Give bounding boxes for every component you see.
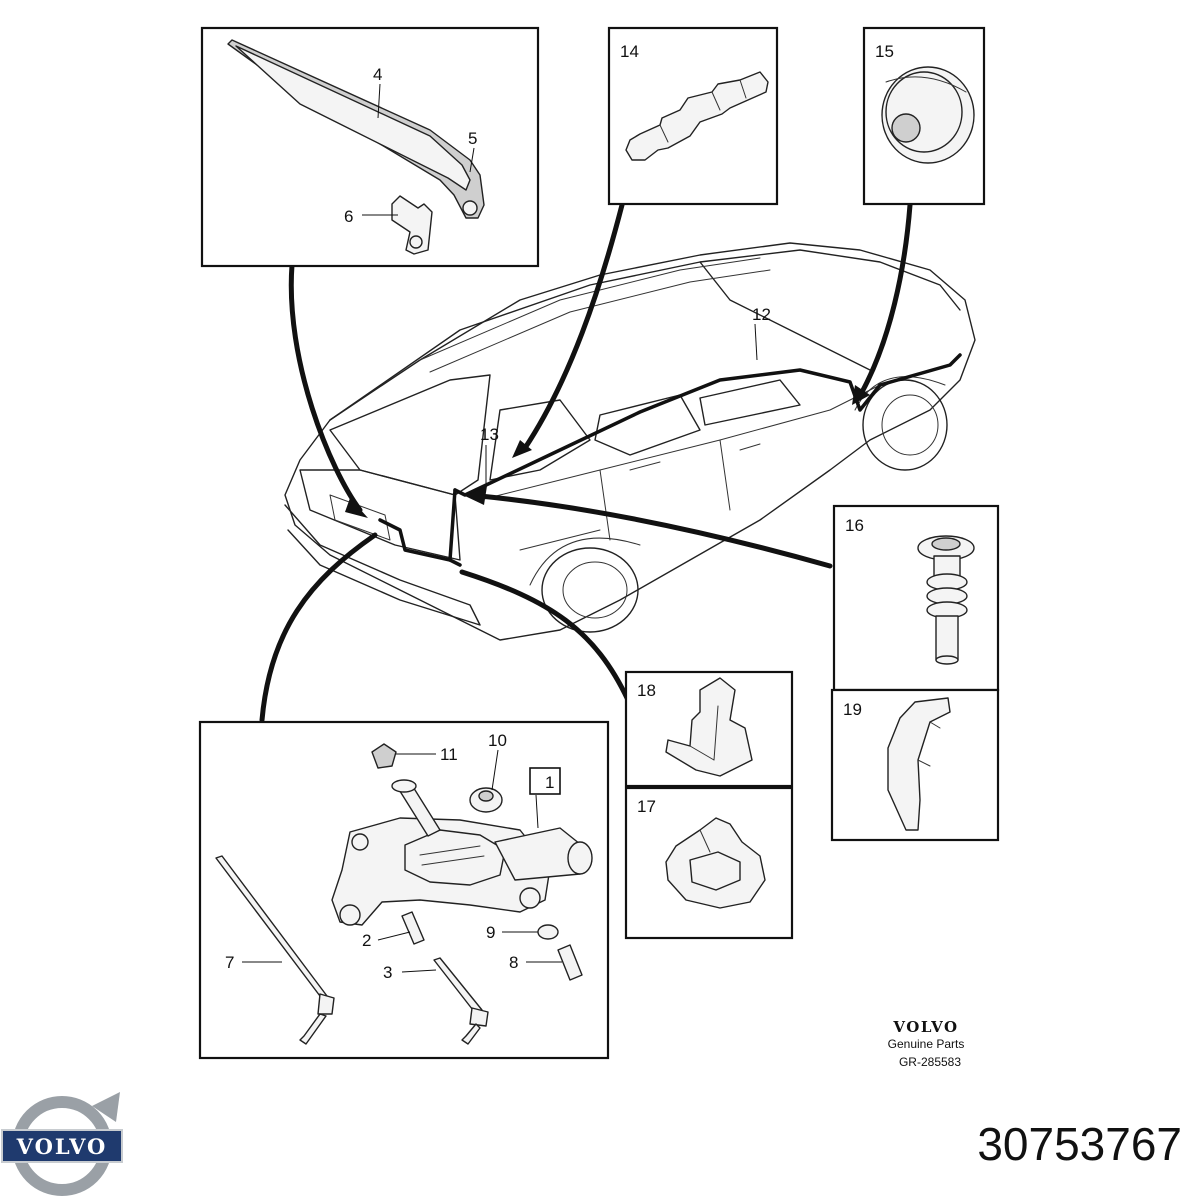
callout-19: 19 xyxy=(843,700,862,719)
stamp-brand: VOLVO xyxy=(892,1018,958,1036)
box-15-grommet: 15 xyxy=(862,26,986,206)
callout-15: 15 xyxy=(875,42,894,61)
callout-14: 14 xyxy=(620,42,639,61)
washer-hose xyxy=(453,353,962,497)
callout-18: 18 xyxy=(637,681,656,700)
box-wiper-arm: 4 5 6 xyxy=(200,26,540,268)
callout-3: 3 xyxy=(383,963,392,982)
callout-12: 12 xyxy=(752,305,771,324)
callout-8: 8 xyxy=(509,953,518,972)
genuine-parts-stamp: VOLVO Genuine Parts GR-285583 xyxy=(888,1018,965,1069)
volvo-logo: VOLVO xyxy=(1,1092,123,1196)
box-14-washer-nozzle: 14 xyxy=(607,26,779,206)
callout-1: 1 xyxy=(545,773,554,792)
logo-wordmark: VOLVO xyxy=(16,1134,108,1159)
box-17-clip: 17 xyxy=(624,786,794,940)
callout-6: 6 xyxy=(344,207,353,226)
callout-9: 9 xyxy=(486,923,495,942)
box-16-plug: 16 xyxy=(832,504,1000,692)
callout-10: 10 xyxy=(488,731,507,750)
box-18-clip: 18 xyxy=(624,670,794,788)
callout-17: 17 xyxy=(637,797,656,816)
car-illustration xyxy=(284,242,976,641)
box-wiper-motor: 1 11 10 2 9 8 3 7 xyxy=(198,720,610,1060)
callout-7: 7 xyxy=(225,953,234,972)
part-number: 30753767 xyxy=(977,1118,1182,1170)
callout-13: 13 xyxy=(480,425,499,444)
callout-11: 11 xyxy=(440,745,458,764)
callout-4: 4 xyxy=(373,65,382,84)
connector-lines xyxy=(259,202,913,723)
stamp-genuine-parts: Genuine Parts xyxy=(888,1037,965,1051)
callout-2: 2 xyxy=(362,931,371,950)
callout-16: 16 xyxy=(845,516,864,535)
box-19-bracket: 19 xyxy=(830,688,1000,842)
stamp-reference: GR-285583 xyxy=(899,1055,961,1069)
callout-5: 5 xyxy=(468,129,477,148)
